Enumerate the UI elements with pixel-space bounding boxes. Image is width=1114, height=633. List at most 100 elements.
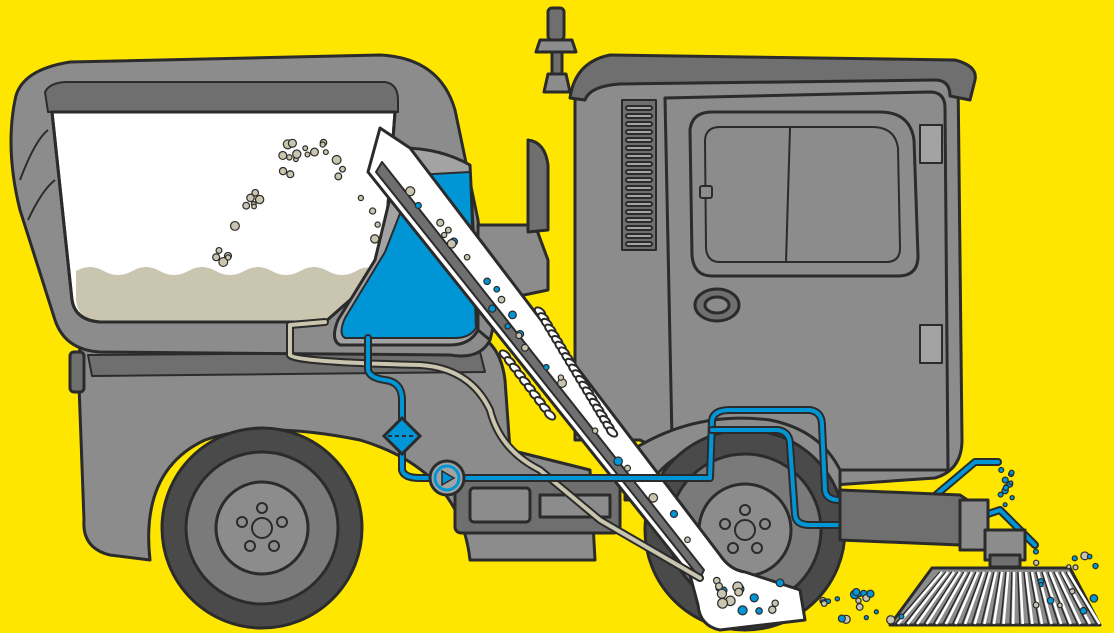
particle — [717, 589, 726, 598]
particle — [838, 615, 845, 622]
particle — [231, 222, 240, 231]
particle — [279, 168, 286, 175]
particle — [255, 195, 263, 203]
grille-slat — [626, 170, 652, 174]
particle — [738, 606, 747, 615]
particle — [516, 333, 522, 339]
particle — [649, 494, 658, 503]
particle — [625, 465, 631, 471]
particle — [305, 152, 310, 157]
particle — [247, 194, 254, 201]
grille-slat — [626, 162, 652, 166]
particle — [776, 579, 784, 587]
particle — [1039, 583, 1043, 587]
grille-slat — [626, 242, 652, 246]
particle — [1067, 565, 1071, 569]
particle — [1058, 603, 1063, 608]
particle — [853, 589, 860, 596]
rear-wheel — [162, 428, 362, 628]
particle — [447, 239, 456, 248]
particle — [1003, 485, 1008, 490]
particle — [226, 255, 231, 260]
particle — [370, 208, 376, 214]
particle — [464, 254, 470, 260]
water-pump — [430, 461, 464, 495]
particle — [1033, 549, 1038, 554]
particle — [406, 187, 415, 196]
grille-slat — [626, 106, 652, 110]
particle — [358, 195, 363, 200]
particle — [332, 155, 341, 164]
grille-slat — [626, 114, 652, 118]
particle — [371, 235, 379, 243]
particle — [1009, 481, 1013, 485]
particle — [288, 139, 296, 147]
grille-slat — [626, 202, 652, 206]
particle — [252, 204, 257, 209]
particle — [279, 152, 287, 160]
particle — [544, 365, 549, 370]
particle — [323, 150, 328, 155]
particle — [1072, 556, 1077, 561]
particle — [685, 537, 691, 543]
particle — [303, 146, 308, 151]
particle — [1090, 595, 1097, 602]
particle — [509, 311, 517, 319]
particle — [287, 155, 292, 160]
particle — [716, 583, 723, 590]
particle — [835, 597, 839, 601]
particle — [1002, 477, 1008, 483]
particle — [750, 594, 758, 602]
particle — [243, 202, 250, 209]
particle — [1034, 560, 1039, 565]
particle — [340, 166, 346, 172]
particle — [558, 375, 563, 380]
particle — [769, 606, 776, 613]
particle — [718, 598, 728, 608]
particle — [856, 604, 863, 611]
particle — [522, 344, 529, 351]
particle — [335, 173, 342, 180]
particle — [442, 232, 447, 237]
grille-slat — [626, 130, 652, 134]
particle — [1003, 503, 1007, 507]
grille-slat — [626, 146, 652, 150]
particle — [772, 600, 778, 606]
particle — [867, 590, 874, 597]
particle — [1073, 565, 1078, 570]
particle — [293, 150, 301, 158]
particle — [998, 492, 1003, 497]
particle — [1080, 608, 1087, 615]
grille-slat — [626, 186, 652, 190]
grille-slat — [626, 194, 652, 198]
particle — [213, 254, 220, 261]
particle — [415, 203, 421, 209]
particle — [287, 171, 294, 178]
particle — [670, 510, 677, 517]
particle — [216, 248, 222, 254]
particle — [1009, 470, 1014, 475]
grille-slat — [626, 210, 652, 214]
particle — [484, 278, 490, 284]
particle — [735, 588, 743, 596]
particle — [320, 142, 325, 147]
grille-slat — [626, 234, 652, 238]
particle — [592, 428, 597, 433]
particle — [899, 614, 904, 619]
particle — [489, 305, 496, 312]
particle — [874, 610, 878, 614]
particle — [445, 227, 451, 233]
particle — [494, 286, 500, 292]
particle — [864, 616, 868, 620]
grille-slat — [626, 218, 652, 222]
particle — [614, 457, 623, 466]
particle — [1093, 563, 1098, 568]
particle — [437, 219, 444, 226]
grille-slat — [626, 154, 652, 158]
grille-slat — [626, 226, 652, 230]
particle — [856, 598, 861, 603]
particle — [887, 616, 895, 624]
particle — [999, 468, 1004, 473]
grille-slat — [626, 138, 652, 142]
grille-slat — [626, 122, 652, 126]
